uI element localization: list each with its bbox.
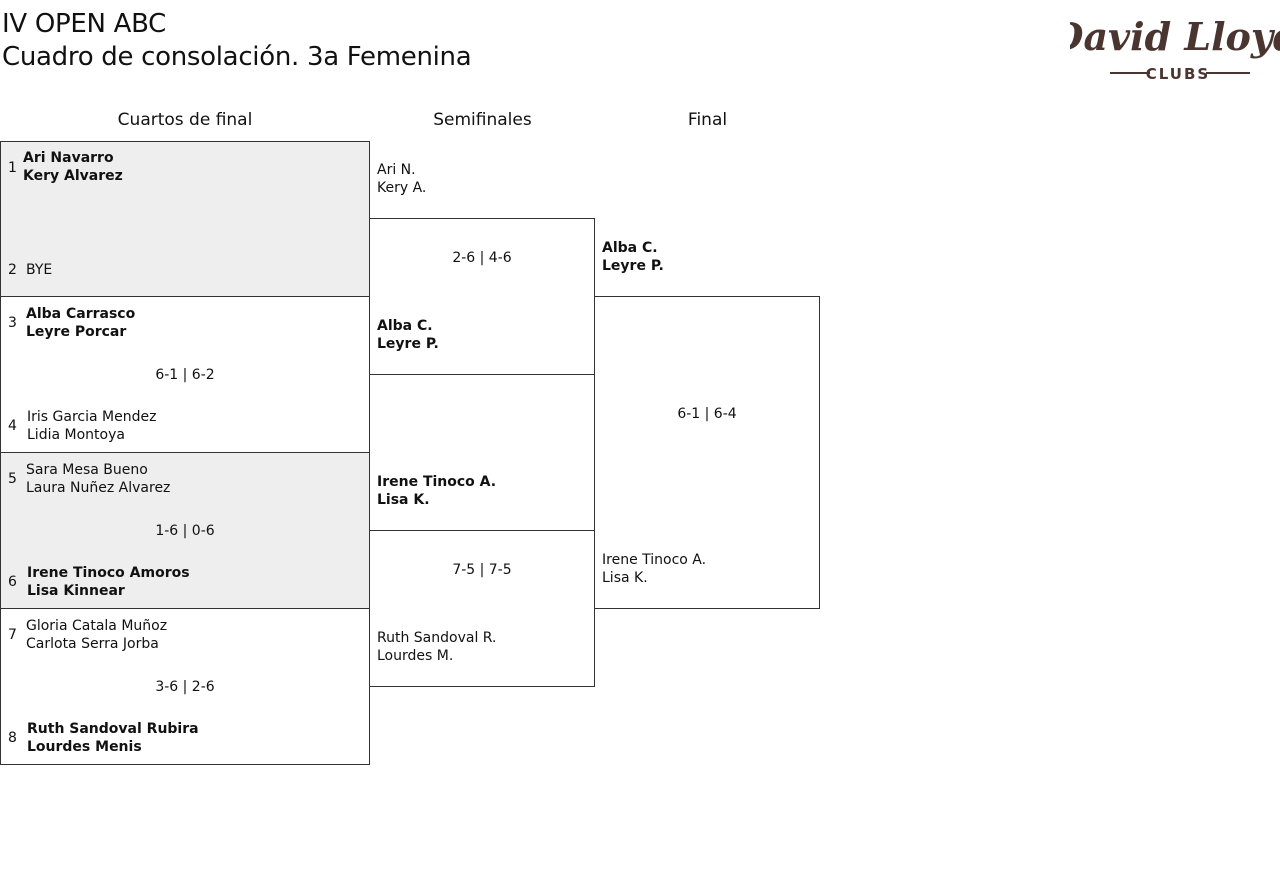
match-score: 7-5 | 7-5 xyxy=(452,562,512,578)
player-name: Lourdes M. xyxy=(377,648,454,664)
player-name: Ruth Sandoval R. xyxy=(377,630,497,646)
match-score: 6-1 | 6-2 xyxy=(155,367,215,383)
match-score: 1-6 | 0-6 xyxy=(155,523,215,539)
player-name: Sara Mesa Bueno xyxy=(26,462,148,478)
tournament-title: IV OPEN ABC xyxy=(2,9,167,39)
seed-number: 8 xyxy=(8,730,17,746)
player-name: Lisa K. xyxy=(377,492,430,508)
svg-text:David Lloyd: David Lloyd xyxy=(1070,14,1280,59)
player-name: Kery A. xyxy=(377,180,427,196)
player-name: Carlota Serra Jorba xyxy=(26,636,159,652)
draw-title: Cuadro de consolación. 3a Femenina xyxy=(2,42,472,72)
match-score: 3-6 | 2-6 xyxy=(155,679,215,695)
player-name: Ari N. xyxy=(377,162,416,178)
player-name: Kery Alvarez xyxy=(23,168,123,184)
round-final-heading: Final xyxy=(687,110,728,130)
player-name: Leyre P. xyxy=(377,336,439,352)
seed-number: 5 xyxy=(8,471,17,487)
player-name: Irene Tinoco A. xyxy=(602,552,707,568)
player-name: Ruth Sandoval Rubira xyxy=(27,721,199,737)
player-name: Lisa Kinnear xyxy=(27,583,125,599)
player-name: Lidia Montoya xyxy=(27,427,125,443)
player-name: Leyre P. xyxy=(602,258,664,274)
svg-text:CLUBS: CLUBS xyxy=(1146,65,1210,83)
player-name: Lisa K. xyxy=(602,570,648,586)
seed-number: 1 xyxy=(8,160,17,176)
bye-label: BYE xyxy=(26,262,53,278)
player-name: Lourdes Menis xyxy=(27,739,142,755)
round-quarterfinals-heading: Cuartos de final xyxy=(117,110,253,130)
seed-number: 4 xyxy=(8,418,17,434)
player-name: Irene Tinoco Amoros xyxy=(27,565,190,581)
player-name: Iris Garcia Mendez xyxy=(27,409,157,425)
player-name: Alba Carrasco xyxy=(26,306,136,322)
david-lloyd-clubs-logo: David Lloyd CLUBS xyxy=(1070,14,1280,83)
player-name: Leyre Porcar xyxy=(26,324,127,340)
match-score: 6-1 | 6-4 xyxy=(677,406,737,422)
seed-number: 6 xyxy=(8,574,17,590)
player-name: Ari Navarro xyxy=(23,150,114,166)
final-match xyxy=(594,296,820,609)
player-name: Alba C. xyxy=(377,318,433,334)
player-name: Alba C. xyxy=(602,240,658,256)
seed-number: 3 xyxy=(8,315,17,331)
player-name: Gloria Catala Muñoz xyxy=(26,618,168,634)
seed-number: 7 xyxy=(8,627,17,643)
seed-number: 2 xyxy=(8,262,17,278)
player-name: Laura Nuñez Alvarez xyxy=(26,480,171,496)
qf-match-1 xyxy=(0,141,370,297)
player-name: Irene Tinoco A. xyxy=(377,474,497,490)
match-score: 2-6 | 4-6 xyxy=(452,250,512,266)
round-semifinals-heading: Semifinales xyxy=(433,110,532,130)
